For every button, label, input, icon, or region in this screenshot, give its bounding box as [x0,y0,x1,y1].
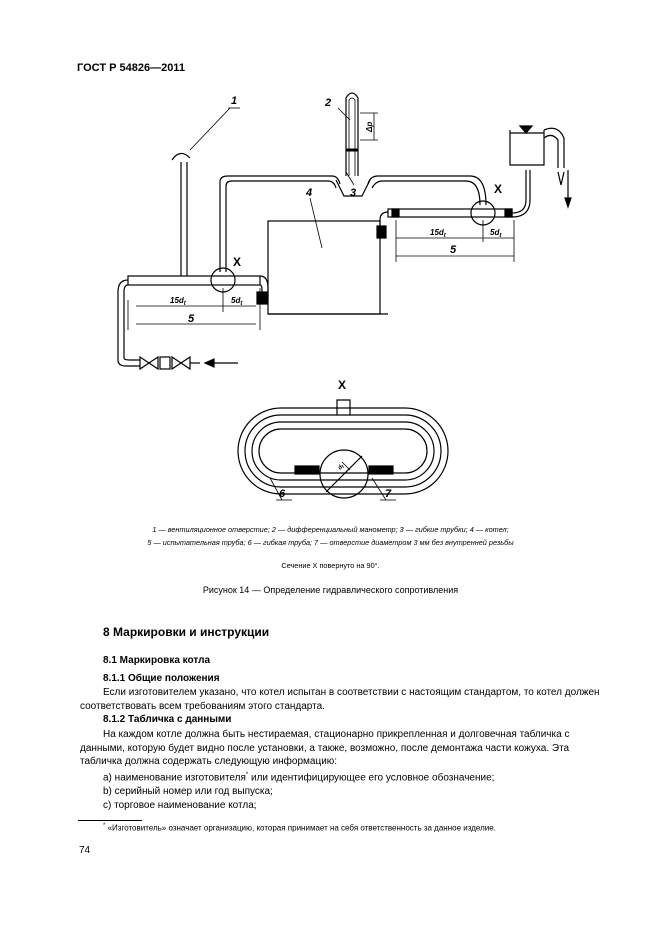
list-item-b: b) серийный номер или год выпуска; [103,785,273,797]
test-pipe-lower [127,275,261,286]
test-pipe-upper [387,208,513,218]
label-x-section: X [338,378,346,392]
hydraulic-resistance-diagram: 1 2 3 4 5 5 6 7 X X X 15dt 5dt 15dt 5dt … [117,92,572,501]
water-tank [509,130,545,166]
info-list: a) наименование изготовителя* или иденти… [103,769,494,812]
figure-legend-line-2: 5 — испытательная труба; 6 — гибкая труб… [147,538,514,547]
subsection-8-1: 8.1 Маркировка котла [103,655,211,666]
section-title: 8 Маркировки и инструкции [103,625,270,639]
label-5-upper: 5 [450,244,457,256]
label-2: 2 [324,97,331,109]
label-5-lower: 5 [188,313,195,325]
valve-2 [171,355,191,371]
dim-dt: dt [337,463,346,472]
dim-5d-lower: 5dt [231,296,243,307]
section-note: Сечение X повернуто на 90°. [281,561,380,570]
paragraph-1: Если изготовителем указано, что котел ис… [80,687,600,712]
dim-delta-p: Δp [365,122,374,133]
label-4: 4 [305,187,312,199]
section-x-gauge [319,449,369,499]
valve-1 [139,355,159,371]
boiler [267,220,381,315]
document-header: ГОСТ Р 54826—2011 [77,62,185,74]
label-x-upper: X [494,182,502,196]
dim-15d-upper: 15dt [430,228,447,239]
figure-caption: Рисунок 14 — Определение гидравлического… [202,585,459,595]
paragraph-2: На каждом котле должна быть нестираемая,… [80,729,570,768]
list-item-c: c) торговое наименование котла; [103,799,257,811]
label-6: 6 [279,488,286,500]
dim-15d-lower: 15dt [170,296,187,307]
page-number: 74 [79,845,91,856]
subsection-8-1-1: 8.1.1 Общие положения [103,673,220,684]
label-1: 1 [231,95,237,107]
dim-5d-upper: 5dt [490,228,502,239]
list-item-a: a) наименование изготовителя* или иденти… [103,772,495,784]
section-x-outer [237,407,449,495]
differential-manometer [345,92,359,176]
label-3: 3 [350,187,356,199]
footnote: * «Изготовитель» означает организацию, к… [103,823,496,833]
footnote-separator [78,820,142,821]
subsection-8-1-2: 8.1.2 Табличка с данными [103,714,232,725]
label-x-lower: X [233,255,241,269]
figure-legend-line-1: 1 — вентиляционное отверстие; 2 — диффер… [152,525,509,534]
label-7: 7 [385,488,392,500]
